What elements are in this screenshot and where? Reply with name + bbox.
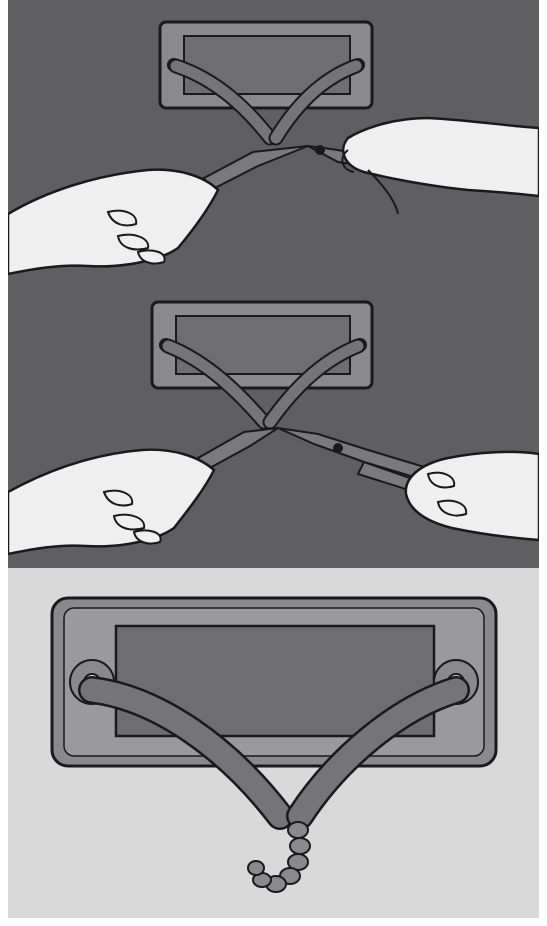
step-3-panel: [8, 568, 539, 918]
step-2-illustration: [8, 282, 539, 568]
step-1-illustration: [8, 0, 539, 282]
step-3-illustration: [8, 568, 539, 918]
step-2-panel: [8, 282, 539, 568]
step-1-panel: [8, 0, 539, 282]
mounting-box: [152, 302, 372, 388]
